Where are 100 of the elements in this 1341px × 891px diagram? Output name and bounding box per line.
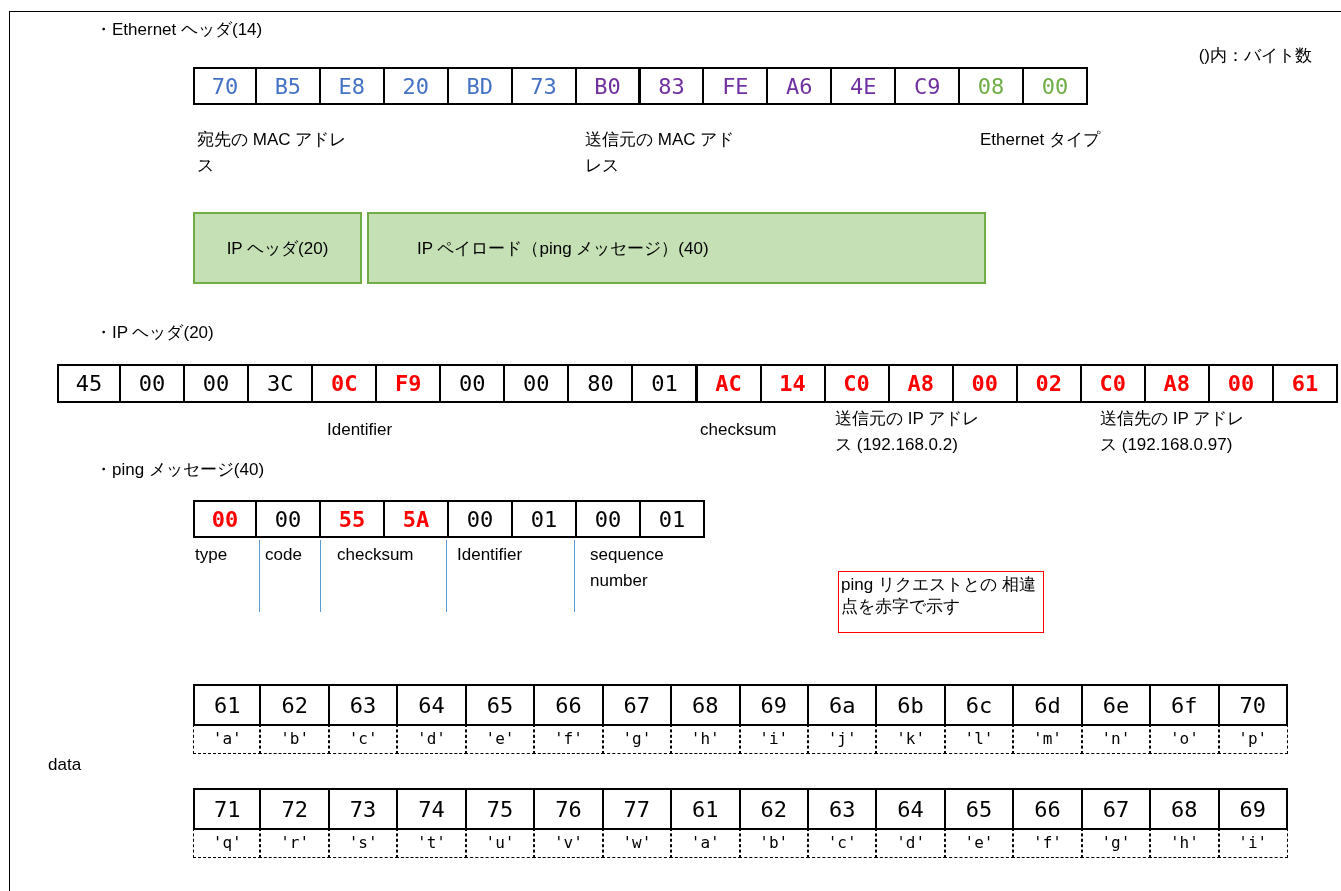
- byte-cell: 61: [193, 684, 262, 726]
- byte-cell: 55: [319, 500, 385, 538]
- byte-cell: 6d: [1012, 684, 1083, 726]
- byte-cell: 00: [119, 364, 186, 403]
- char-cell: 'w': [601, 828, 673, 858]
- byte-cell: 80: [567, 364, 634, 403]
- byte-cell: 08: [958, 67, 1025, 105]
- char-cell: 'c': [327, 724, 399, 754]
- byte-cell: A8: [1143, 364, 1210, 403]
- byte-cell: 83: [638, 67, 705, 105]
- byte-cell: B0: [574, 67, 641, 105]
- byte-cell: 61: [1271, 364, 1338, 403]
- char-cell: 'g': [1080, 828, 1152, 858]
- byte-cell: C9: [894, 67, 961, 105]
- char-cell: 'b': [738, 828, 809, 858]
- byte-cell: 01: [511, 500, 577, 538]
- byte-cell: BD: [446, 67, 513, 105]
- byte-cell: 73: [510, 67, 577, 105]
- field-label: data: [48, 754, 82, 776]
- byte-cell: 64: [875, 788, 946, 830]
- char-cell: 'm': [1012, 724, 1083, 754]
- char-cell: 'o': [1149, 724, 1220, 754]
- byte-cell: 00: [193, 500, 257, 538]
- byte-cell: A6: [766, 67, 833, 105]
- byte-cell: 6a: [806, 684, 878, 726]
- field-label: checksum: [337, 544, 414, 566]
- byte-cell: 69: [1217, 788, 1288, 830]
- byte-cell: 20: [382, 67, 449, 105]
- note-box: ping リクエストとの 相違点を赤字で示す: [838, 571, 1044, 633]
- char-cell: 'd': [875, 828, 946, 858]
- byte-cell: 67: [1080, 788, 1152, 830]
- byte-cell: B5: [254, 67, 321, 105]
- char-cell: 'e': [464, 724, 536, 754]
- byte-cell: 4E: [830, 67, 897, 105]
- section-heading: ・Ethernet ヘッダ(14): [95, 19, 263, 41]
- char-cell: 'a': [670, 828, 741, 858]
- byte-cell: 6b: [875, 684, 946, 726]
- char-cell: 'q': [193, 828, 262, 858]
- byte-cell: 45: [57, 364, 122, 403]
- byte-cell: E8: [318, 67, 385, 105]
- char-cell: 's': [327, 828, 399, 858]
- byte-cell: 6f: [1149, 684, 1220, 726]
- note-text: ()内：バイト数: [1197, 45, 1312, 67]
- byte-cell: 70: [193, 67, 257, 105]
- byte-cell: 00: [439, 364, 506, 403]
- byte-cell: A8: [887, 364, 954, 403]
- field-label: Identifier: [457, 544, 523, 566]
- byte-cell: 74: [396, 788, 467, 830]
- field-label: code: [265, 544, 302, 566]
- byte-cell: 75: [464, 788, 536, 830]
- char-cell: 'h': [670, 724, 741, 754]
- byte-cell: 68: [1149, 788, 1220, 830]
- char-cell: 'u': [464, 828, 536, 858]
- char-cell: 'h': [1149, 828, 1220, 858]
- field-label: Ethernet タイプ: [980, 129, 1100, 151]
- byte-cell: 67: [601, 684, 673, 726]
- field-label: Identifier: [327, 419, 393, 441]
- byte-cell: 00: [503, 364, 570, 403]
- field-label: 送信先の IP アドレス (192.168.0.97): [1100, 408, 1246, 456]
- byte-cell: 65: [943, 788, 1015, 830]
- byte-cell: 5A: [383, 500, 449, 538]
- char-cell: 'e': [943, 828, 1015, 858]
- byte-cell: 6c: [943, 684, 1015, 726]
- byte-cell: 70: [1217, 684, 1288, 726]
- byte-cell: 71: [193, 788, 262, 830]
- section-heading: ・ping メッセージ(40): [95, 459, 265, 481]
- byte-cell: 61: [670, 788, 741, 830]
- field-label: sequence number: [590, 544, 665, 592]
- byte-cell: 69: [738, 684, 809, 726]
- char-cell: 'f': [533, 724, 604, 754]
- byte-cell: C0: [1079, 364, 1146, 403]
- byte-cell: 63: [806, 788, 878, 830]
- byte-cell: FE: [702, 67, 769, 105]
- char-cell: 'l': [943, 724, 1015, 754]
- byte-cell: 72: [259, 788, 330, 830]
- byte-cell: 77: [601, 788, 673, 830]
- char-cell: 'n': [1080, 724, 1152, 754]
- byte-cell: 01: [631, 364, 698, 403]
- byte-cell: 73: [327, 788, 399, 830]
- byte-cell: 00: [1207, 364, 1274, 403]
- byte-cell: 76: [533, 788, 604, 830]
- char-cell: 'g': [601, 724, 673, 754]
- header-box: IP ペイロード（ping メッセージ）(40): [367, 212, 986, 284]
- byte-cell: 62: [259, 684, 330, 726]
- byte-cell: 00: [951, 364, 1018, 403]
- byte-cell: 66: [533, 684, 604, 726]
- section-heading: ・IP ヘッダ(20): [95, 322, 214, 344]
- char-cell: 'p': [1217, 724, 1288, 754]
- byte-cell: 65: [464, 684, 536, 726]
- byte-cell: 6e: [1080, 684, 1152, 726]
- byte-cell: C0: [823, 364, 890, 403]
- byte-cell: F9: [375, 364, 442, 403]
- byte-cell: 64: [396, 684, 467, 726]
- char-cell: 'r': [259, 828, 330, 858]
- char-cell: 'a': [193, 724, 262, 754]
- field-label: type: [195, 544, 228, 566]
- char-cell: 'i': [1217, 828, 1288, 858]
- byte-cell: 00: [447, 500, 513, 538]
- byte-cell: 63: [327, 684, 399, 726]
- char-cell: 'b': [259, 724, 330, 754]
